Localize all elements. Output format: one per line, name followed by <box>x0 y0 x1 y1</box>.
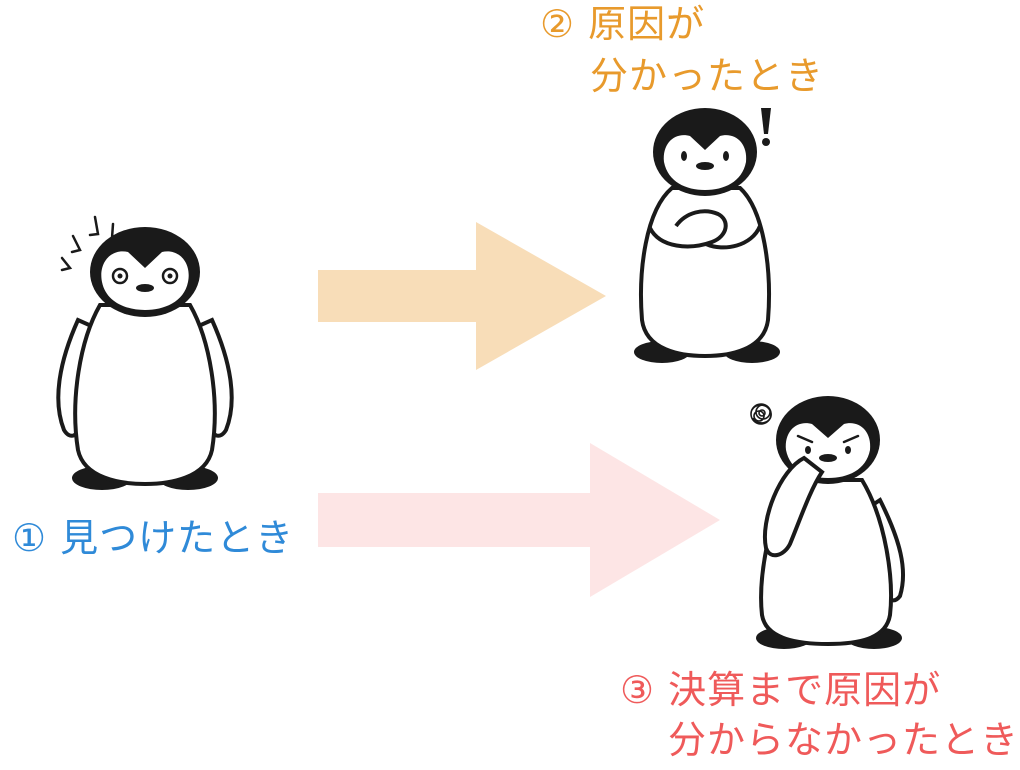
relieved-penguin-icon <box>634 108 780 363</box>
confusion-scribble-icon <box>750 403 772 425</box>
arrow-to-step3 <box>318 443 720 597</box>
worried-penguin-icon <box>756 396 906 649</box>
step3-label-line1: ③ 決算まで原因が <box>620 668 942 712</box>
step2-label-line1: ② 原因が <box>540 2 706 46</box>
exclamation-icon <box>761 108 771 146</box>
step3-label-line2: 分からなかったとき <box>668 718 1020 762</box>
step2-label-line2: 分かったとき <box>590 54 825 98</box>
arrow-to-step2 <box>318 222 606 370</box>
step1-label: ① 見つけたとき <box>12 516 295 560</box>
startled-penguin-icon <box>56 215 234 490</box>
